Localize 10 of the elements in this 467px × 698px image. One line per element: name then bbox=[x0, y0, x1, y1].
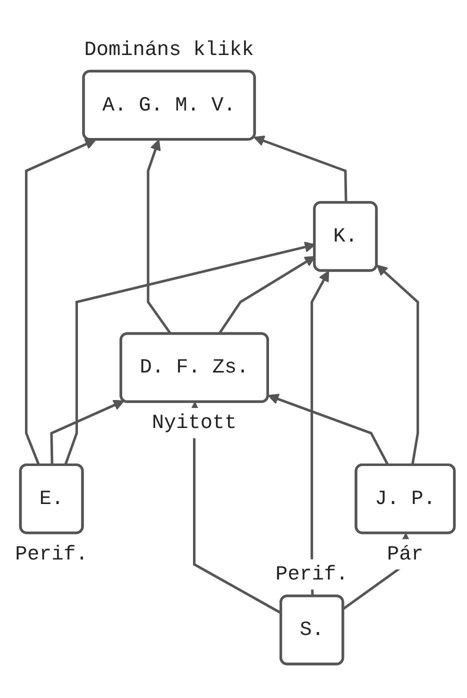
arrow bbox=[24, 138, 96, 466]
node-label: Pár bbox=[387, 542, 424, 566]
node-label: Perif. bbox=[276, 562, 348, 586]
node-label: Domináns klikk bbox=[84, 38, 254, 61]
arrow bbox=[310, 270, 330, 596]
arrow bbox=[376, 264, 420, 466]
arrow bbox=[50, 400, 124, 466]
node-label: Nyitott bbox=[152, 411, 237, 434]
node-label: Perif. bbox=[15, 542, 88, 566]
arrow bbox=[254, 135, 348, 203]
